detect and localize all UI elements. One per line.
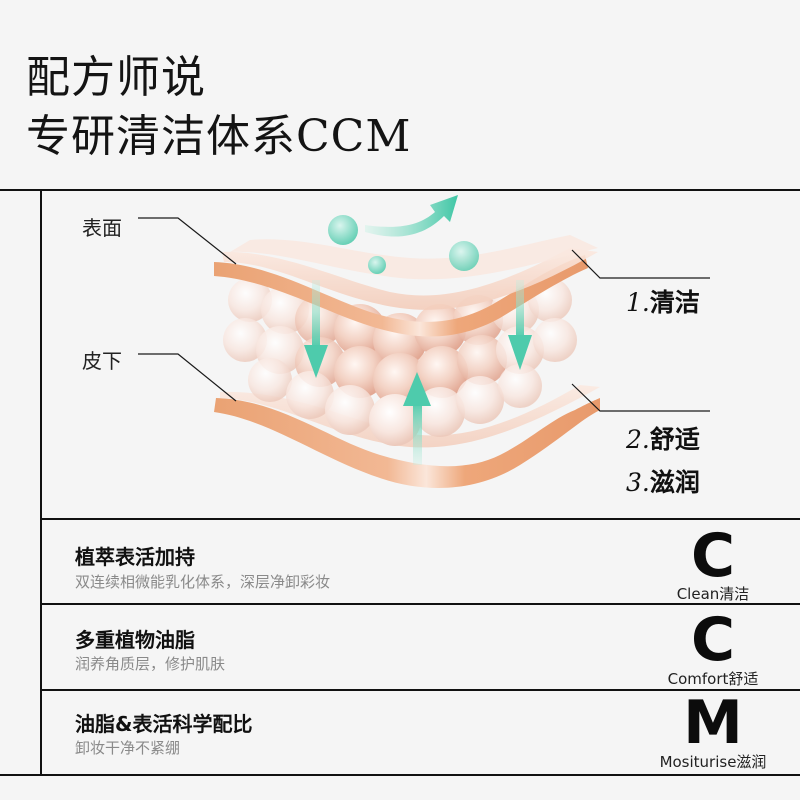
feature-title: 多重植物油脂 (75, 628, 195, 652)
feature-title: 油脂&表活科学配比 (75, 712, 253, 736)
arrow-down-icon (304, 280, 328, 378)
feature-letter: M (683, 688, 743, 758)
surface-label: 表面 (82, 216, 122, 240)
droplet-bubble-icon (449, 241, 479, 271)
arrow-up-right-icon (365, 195, 458, 237)
feature-letter: C (690, 521, 736, 591)
subcutaneous-label: 皮下 (82, 349, 122, 373)
page-title-line2: 专研清洁体系CCM (26, 111, 412, 162)
feature-letter-label: Mositurise滋润 (659, 753, 767, 771)
feature-row-clean: 植萃表活加持 双连续相微能乳化体系，深层净卸彩妆 C Clean清洁 (43, 520, 800, 604)
bottom-divider (0, 774, 800, 776)
feature-title: 植萃表活加持 (75, 545, 195, 569)
feature-row-comfort: 多重植物油脂 润养角质层，修护肌肤 C Comfort舒适 (43, 605, 800, 689)
droplet-bubble-icon (328, 215, 358, 245)
callout-moisturize: 3.滋润 (626, 468, 700, 497)
row-divider-3 (41, 689, 800, 691)
top-divider (0, 189, 800, 191)
arrow-down-icon (508, 280, 532, 370)
feature-desc: 卸妆干净不紧绷 (75, 739, 181, 757)
left-frame-line (40, 189, 42, 776)
feature-desc: 双连续相微能乳化体系，深层净卸彩妆 (75, 573, 331, 591)
feature-letter: C (690, 605, 736, 675)
page-title-line1: 配方师说 (26, 52, 206, 103)
feature-row-moisturize: 油脂&表活科学配比 卸妆干净不紧绷 M Mositurise滋润 (43, 691, 800, 775)
feature-letter-label: Clean清洁 (676, 585, 750, 603)
feature-letter-label: Comfort舒适 (667, 670, 759, 688)
callout-clean: 1.清洁 (626, 288, 700, 317)
row-divider-1 (41, 518, 800, 520)
arrow-up-icon (403, 372, 431, 465)
callout-comfort: 2.舒适 (626, 425, 700, 454)
row-divider-2 (41, 603, 800, 605)
droplet-bubble-icon (368, 256, 386, 274)
feature-desc: 润养角质层，修护肌肤 (75, 655, 226, 673)
